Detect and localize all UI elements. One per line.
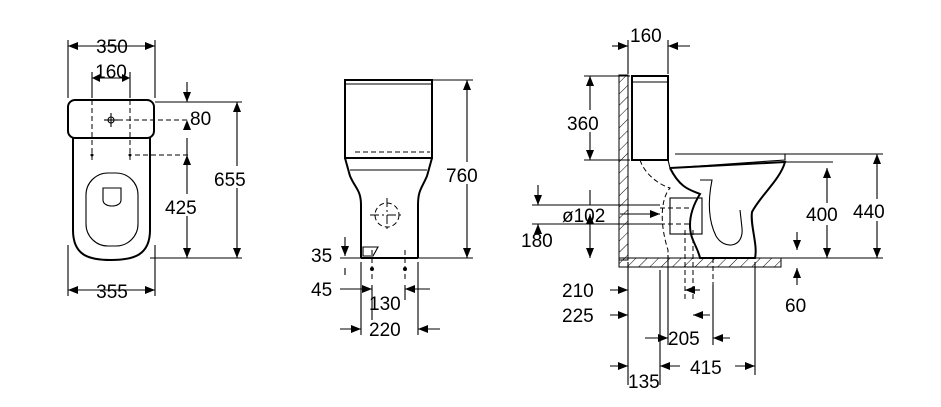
dim-350: 350 — [96, 37, 128, 58]
front-fixing — [362, 246, 379, 257]
floor-hatch — [618, 257, 782, 268]
dim-80: 80 — [190, 109, 211, 130]
dim-210: 210 — [562, 281, 594, 302]
dim-60: 60 — [785, 296, 806, 317]
dim-760: 760 — [446, 166, 478, 187]
top-seat-opening — [102, 187, 122, 207]
dim-135: 135 — [628, 372, 660, 393]
wall-hatch — [618, 74, 629, 261]
dim-225: 225 — [562, 306, 594, 327]
dim-35: 35 — [311, 246, 332, 267]
top-bowl-inner — [85, 172, 139, 247]
dim-160-side: 160 — [630, 26, 662, 47]
side-tank — [631, 75, 669, 161]
front-bowl-right — [417, 157, 433, 258]
top-tank-outline — [67, 99, 155, 139]
side-view: 160 360 ø102 180 400 — [521, 26, 897, 393]
dim-205: 205 — [668, 329, 700, 350]
side-seat — [667, 153, 786, 169]
dim-220: 220 — [369, 320, 401, 341]
dim-180: 180 — [521, 231, 553, 252]
dim-400: 400 — [806, 205, 838, 226]
side-bowl-outer — [669, 160, 787, 259]
side-outlet — [669, 197, 703, 235]
dim-415: 415 — [690, 358, 722, 379]
dim-425: 425 — [165, 198, 197, 219]
dim-45: 45 — [311, 280, 332, 301]
dim-130: 130 — [369, 294, 401, 315]
side-trap — [700, 179, 743, 246]
front-bowl-left — [344, 157, 362, 258]
dim-160-top: 160 — [95, 62, 127, 83]
top-view: 350 160 80 425 655 355 — [67, 37, 260, 303]
dim-o102: ø102 — [562, 206, 605, 227]
front-tank — [344, 79, 433, 159]
front-view: 760 35 45 130 220 — [311, 79, 491, 341]
top-bowl-outline — [72, 138, 151, 262]
dim-655: 655 — [214, 170, 246, 191]
dim-440: 440 — [853, 202, 885, 223]
dim-360: 360 — [567, 114, 599, 135]
dim-355: 355 — [96, 282, 128, 303]
